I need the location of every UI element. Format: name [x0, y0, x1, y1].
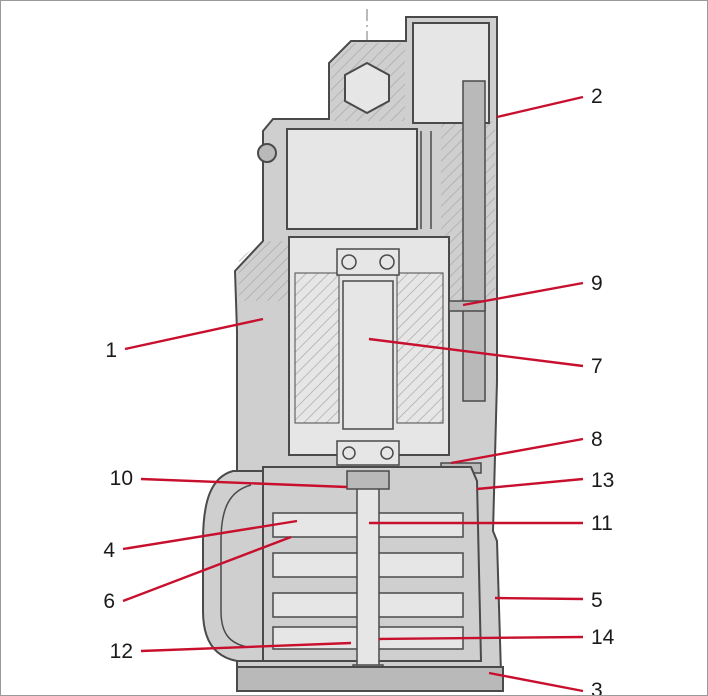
outlet-channel — [462, 80, 486, 402]
callout-13: 13 — [591, 469, 614, 492]
leader-14 — [378, 635, 584, 641]
suction-lobe-inner — [220, 484, 252, 648]
leader-10 — [140, 477, 348, 489]
callout-10: 10 — [110, 467, 133, 490]
seal-ring-upper — [448, 300, 486, 312]
leader-4 — [122, 519, 298, 551]
leader-6 — [122, 535, 292, 603]
pump-shaft — [356, 476, 380, 674]
callout-14: 14 — [591, 626, 615, 649]
upper-bearing-ball-right — [379, 254, 395, 270]
leader-5 — [494, 596, 584, 601]
leader-13 — [476, 477, 584, 491]
leader-lines — [122, 95, 584, 693]
callout-3: 3 — [591, 679, 603, 695]
callout-labels: 1 2 3 4 5 6 7 8 9 10 11 12 13 14 — [103, 85, 614, 695]
callout-2: 2 — [591, 85, 603, 108]
stator-winding-left — [294, 272, 340, 424]
lower-bearing-ball-left — [342, 446, 356, 460]
callout-12: 12 — [110, 640, 133, 663]
lower-bearing-ball-right — [380, 446, 394, 460]
cable-gland — [257, 143, 277, 163]
suction-lobe — [202, 470, 264, 662]
callout-6: 6 — [103, 590, 115, 613]
leader-9 — [462, 281, 584, 307]
pump-base — [236, 666, 504, 692]
shaft-coupling — [346, 470, 390, 490]
leader-1 — [124, 317, 264, 351]
callout-11: 11 — [591, 512, 613, 535]
callout-9: 9 — [591, 272, 603, 295]
rotor — [342, 280, 394, 430]
capacitor-box — [286, 128, 418, 230]
callout-7: 7 — [591, 355, 603, 378]
callout-1: 1 — [105, 339, 117, 362]
leader-3 — [488, 671, 584, 693]
leader-12 — [140, 641, 352, 653]
leader-8 — [450, 437, 584, 465]
callout-5: 5 — [591, 589, 603, 612]
callout-8: 8 — [591, 428, 603, 451]
upper-bearing-ball-left — [341, 254, 357, 270]
hex-nut — [344, 61, 390, 115]
leader-2 — [496, 95, 584, 119]
housing-hatch-left — [239, 241, 291, 301]
callout-4: 4 — [103, 539, 115, 562]
leader-7 — [368, 337, 584, 368]
